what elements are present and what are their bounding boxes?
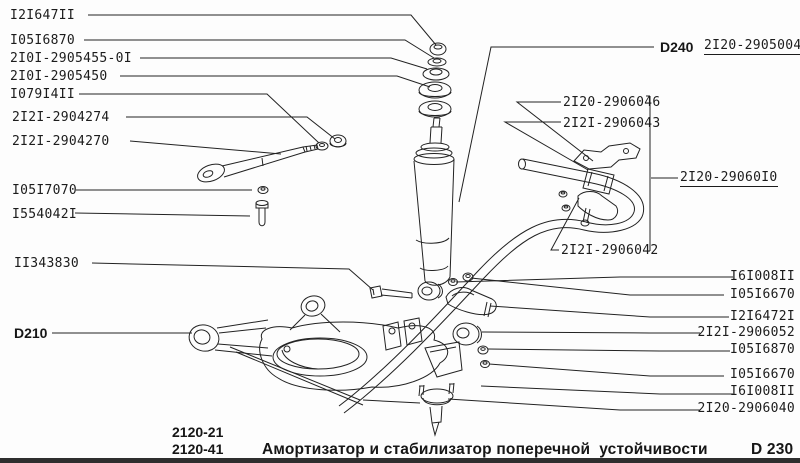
section-marker-d240: D240 xyxy=(660,39,694,55)
stabilizer-bar-drawing xyxy=(338,142,645,414)
callout-washer-link-lower: I05I6670 xyxy=(729,367,795,382)
lower-control-arm-drawing xyxy=(188,295,463,437)
footer-rule xyxy=(0,458,800,463)
upper-mount-stack-drawing xyxy=(418,42,452,118)
leader-lines-left xyxy=(52,14,437,334)
callout-cushion-link: 2I2I-2906052 xyxy=(697,325,795,340)
callout-bolt-strut-rod: I554042I xyxy=(12,207,78,222)
callout-bracket-stabilizer: 2I20-2906046 xyxy=(563,95,661,110)
callout-washer-link-upper: I05I6670 xyxy=(729,287,795,302)
callout-bolt-shock-lower: II343830 xyxy=(14,256,80,271)
callout-stabilizer-bar: 2I20-29060I0 xyxy=(680,170,778,187)
shock-absorber-drawing xyxy=(413,117,455,301)
callout-shock-assembly: 2I20-2905004 xyxy=(704,38,800,55)
callout-nut-strut-rod: I05I7070 xyxy=(12,183,78,198)
leader-lines-right xyxy=(447,46,733,411)
callout-bushing-strut-rod: 2I2I-2904274 xyxy=(12,110,110,125)
callout-nut-upper-mount: I2I647II xyxy=(10,8,76,23)
stabilizer-link-hardware-drawing xyxy=(445,272,497,368)
callout-cushion-stabilizer: 2I2I-2906043 xyxy=(563,116,661,131)
strut-rod-drawing xyxy=(197,134,347,183)
shock-lower-bolt-drawing xyxy=(369,285,413,299)
callout-nut-clamp-stud: I2I6472I xyxy=(729,309,795,324)
callout-strut-rod: 2I2I-2904270 xyxy=(12,134,110,149)
callout-clamp-stabilizer: 2I2I-2906042 xyxy=(561,243,659,258)
callout-washer-spring-link: I05I6870 xyxy=(729,342,795,357)
callout-nut-link-upper: I6I008II xyxy=(729,269,795,284)
callout-cushion-lower: 2I0I-2905450 xyxy=(10,69,108,84)
model-code-bottom: 2120-41 xyxy=(172,441,224,457)
callout-cushion-upper: 2I0I-2905455-0I xyxy=(10,51,132,66)
page-title: Амортизатор и стабилизатор поперечной ус… xyxy=(262,441,708,458)
callout-washer-strut-rod: I079I4II xyxy=(10,87,76,102)
strut-rod-fasteners-drawing xyxy=(255,186,269,227)
callout-nut-link-lower: I6I008II xyxy=(729,384,795,399)
page-ref-d230: D 230 xyxy=(751,441,794,458)
callout-stabilizer-link: 2I20-2906040 xyxy=(697,401,795,416)
callout-washer-upper-mount: I05I6870 xyxy=(10,33,76,48)
section-marker-d210: D210 xyxy=(14,325,48,341)
model-code-top: 2120-21 xyxy=(172,424,224,440)
